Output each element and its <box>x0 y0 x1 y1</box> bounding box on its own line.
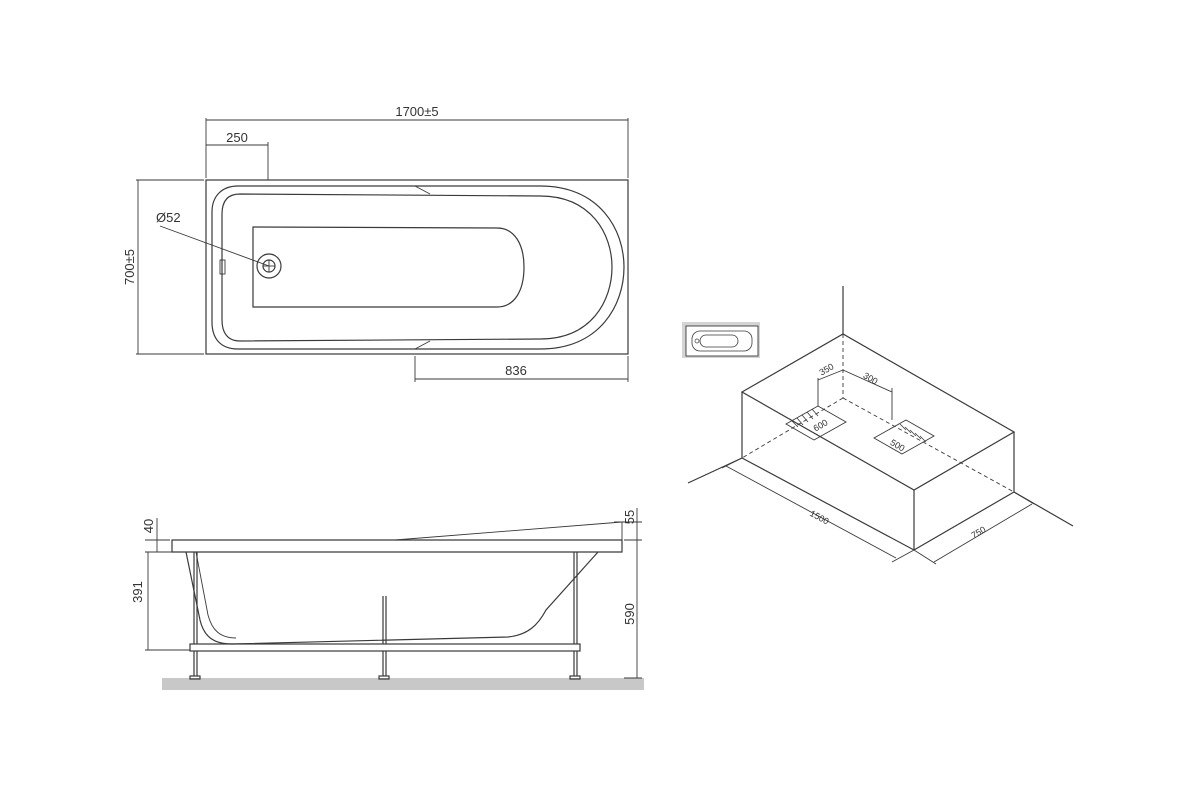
dim-a-label: 350 <box>817 361 835 377</box>
box-bottom-right <box>913 491 1015 551</box>
total-height-label: 590 <box>622 603 637 625</box>
tub-rim-outline <box>211 185 625 350</box>
support-frame <box>189 643 581 652</box>
headrest-slope-top <box>414 185 431 195</box>
drain-leader-line <box>159 225 270 267</box>
dim-c-label: 600 <box>811 417 829 433</box>
side-view: 40 391 55 590 <box>130 508 644 690</box>
overflow-marker <box>219 259 226 275</box>
tub-inner-profile <box>195 551 237 639</box>
dim-b-label: 300 <box>861 370 879 386</box>
drain-icon <box>256 253 282 279</box>
tub-inner-outline <box>221 193 613 342</box>
box-length-extension-left <box>721 457 743 469</box>
dim-d-label: 500 <box>888 437 906 453</box>
top-view: 1700±5 250 700±5 Ø52 836 <box>122 104 629 382</box>
length-label: 1700±5 <box>395 104 438 119</box>
tub-bottom-outline <box>252 226 525 308</box>
tub-outer-outline <box>205 179 629 355</box>
installation-view: 350 300 600 500 1500 750 <box>682 286 1074 565</box>
box-length-label: 1500 <box>808 508 830 526</box>
rim-label: 40 <box>141 519 156 533</box>
box-length-dimension-line <box>725 465 897 559</box>
box-width-dimension-line <box>933 503 1033 563</box>
drain-diameter-label: Ø52 <box>156 210 181 225</box>
tub-body-profile <box>185 551 599 645</box>
headrest-slope-bottom <box>414 340 431 350</box>
dim-a-line <box>817 369 844 381</box>
depth-label: 391 <box>130 581 145 603</box>
foot-pad-left <box>189 675 201 680</box>
width-label: 700±5 <box>122 249 137 285</box>
box-top-face <box>740 333 1016 491</box>
opening-left-hatch <box>785 405 847 441</box>
box-width-extension-left <box>913 549 937 565</box>
floor-slab <box>162 678 644 690</box>
hidden-edge-right <box>842 397 1015 493</box>
foot-pad-middle <box>378 675 390 680</box>
rim-slope-label: 55 <box>622 510 637 524</box>
opening-right-hatch <box>873 419 935 455</box>
box-width-label: 750 <box>969 524 987 540</box>
tub-thumbnail <box>682 322 760 358</box>
rim-slope-line <box>394 521 623 541</box>
headrest-length-label: 836 <box>505 363 527 378</box>
tub-rim-profile <box>171 539 623 553</box>
foot-pad-right <box>569 675 581 680</box>
dim-b-line <box>842 369 893 393</box>
box-width-extension-right <box>1013 491 1035 505</box>
drain-offset-label: 250 <box>226 130 248 145</box>
box-length-extension-right <box>891 549 915 563</box>
box-bottom-front <box>741 457 915 551</box>
